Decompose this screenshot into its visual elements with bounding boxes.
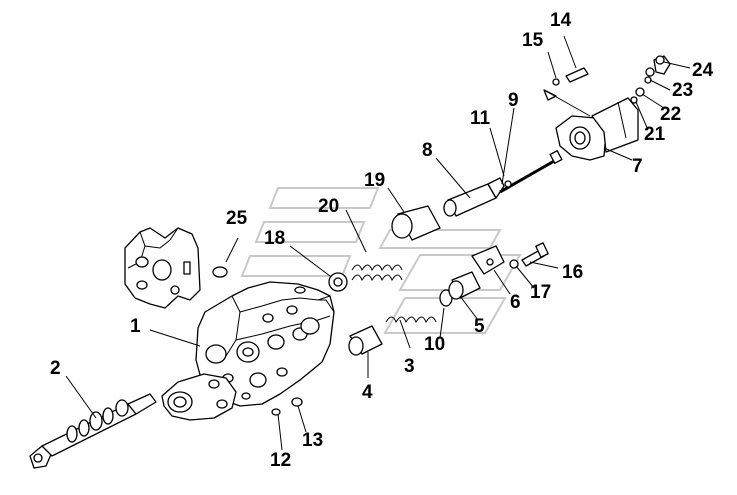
part-lower-stack — [348, 245, 505, 356]
part-end-cover — [124, 227, 239, 309]
callout-24: 24 — [692, 60, 714, 81]
callout-8: 8 — [422, 140, 433, 161]
part-bolt-14 — [552, 67, 589, 86]
callout-21: 21 — [644, 124, 666, 145]
callout-10: 10 — [424, 334, 445, 355]
callout-2: 2 — [50, 358, 61, 379]
callout-15: 15 — [522, 30, 544, 51]
callout-11: 11 — [470, 108, 491, 129]
part-spool-cap — [161, 373, 237, 421]
callout-7: 7 — [632, 156, 643, 177]
part-end-cap — [630, 55, 671, 104]
part-pins — [271, 397, 303, 416]
callout-6: 6 — [510, 292, 521, 313]
callout-20: 20 — [318, 196, 339, 217]
callout-19: 19 — [364, 170, 385, 191]
callout-9: 9 — [508, 90, 519, 111]
part-valve-body — [195, 281, 335, 407]
callout-12: 12 — [270, 450, 291, 471]
part-long-bolt — [499, 150, 563, 194]
callout-3: 3 — [404, 356, 415, 377]
callout-22: 22 — [660, 104, 681, 125]
callout-23: 23 — [672, 80, 693, 101]
callout-1: 1 — [130, 316, 141, 337]
callout-16: 16 — [562, 262, 583, 283]
callout-17: 17 — [530, 282, 551, 303]
leader-lines — [65, 35, 691, 451]
part-cylinder-housing — [543, 89, 639, 161]
part-upper-stack — [328, 177, 505, 292]
callout-13: 13 — [302, 430, 323, 451]
callout-labels: 1 2 3 4 5 6 7 8 9 10 11 12 13 14 15 16 1… — [50, 10, 714, 471]
callout-18: 18 — [264, 228, 285, 249]
callout-25: 25 — [226, 208, 248, 229]
part-spool — [29, 393, 157, 469]
callout-4: 4 — [362, 382, 373, 403]
callout-5: 5 — [474, 316, 485, 337]
callout-14: 14 — [550, 10, 572, 31]
part-bolt-16 — [509, 242, 549, 269]
